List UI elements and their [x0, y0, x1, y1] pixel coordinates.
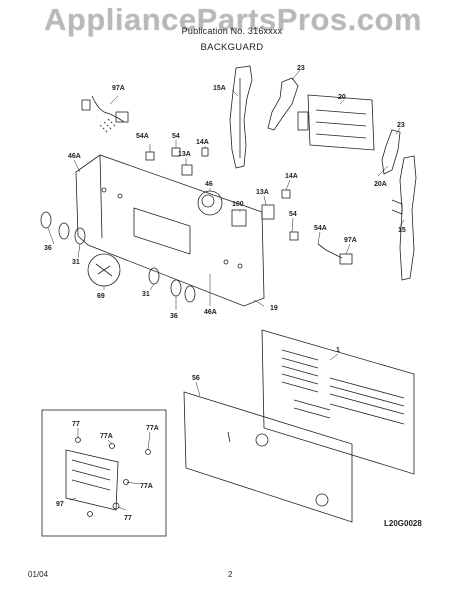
leader-lines — [47, 69, 405, 511]
part-label: 97 — [56, 501, 64, 508]
part-label: 46A — [204, 309, 217, 316]
part-label: 54 — [289, 211, 297, 218]
part-labels: 97A 15A 23 20 23 54A 54 14A 13A 46A 20A … — [44, 65, 406, 522]
part-label: 20A — [374, 181, 387, 188]
part-label: 36 — [44, 245, 52, 252]
part-label: 15 — [398, 227, 406, 234]
wire-harness-97a-top — [81, 95, 129, 134]
part-label: 77A — [146, 425, 159, 432]
detail-69 — [87, 253, 121, 287]
part-label: 14A — [285, 173, 298, 180]
part-label: 54A — [136, 133, 149, 140]
control-knobs-bottom — [148, 267, 196, 303]
part-label: 20 — [338, 94, 346, 101]
part-label: 46A — [68, 153, 81, 160]
side-bracket-15a — [229, 65, 253, 169]
part-label: 97A — [344, 237, 357, 244]
part-label: 36 — [170, 313, 178, 320]
part-label: 54A — [314, 225, 327, 232]
drawing-code: L20G0028 — [384, 519, 422, 528]
back-panel-1 — [261, 329, 415, 475]
part-label: 13A — [256, 189, 269, 196]
part-label: 77 — [124, 515, 132, 522]
control-knobs-left — [40, 211, 86, 245]
part-label: 31 — [142, 291, 150, 298]
cover-plate-56 — [183, 391, 353, 523]
control-board-20 — [297, 94, 375, 151]
part-label: 56 — [192, 375, 200, 382]
part-label: 23 — [297, 65, 305, 72]
switches-top-group — [145, 147, 209, 176]
footer-date: 01/04 — [28, 570, 49, 579]
side-bracket-15 — [391, 155, 417, 281]
part-label: 46 — [205, 181, 213, 188]
publication-header: Publication No. 316xxxx — [181, 26, 283, 36]
part-label: 1 — [336, 347, 340, 354]
part-label: 97A — [112, 85, 125, 92]
wire-harness-97a-mid — [289, 231, 353, 265]
part-label: 14A — [196, 139, 209, 146]
part-label: 31 — [72, 259, 80, 266]
part-label: 77A — [100, 433, 113, 440]
part-label: 54 — [172, 133, 180, 140]
part-label: 19 — [270, 305, 278, 312]
part-label: 77A — [140, 483, 153, 490]
inset-detail-box — [41, 409, 167, 537]
page-number: 2 — [228, 570, 233, 579]
bracket-23-top — [267, 77, 299, 131]
part-label: 13A — [178, 151, 191, 158]
part-label: 23 — [397, 122, 405, 129]
bracket-23-right — [381, 129, 401, 175]
indicator-lamp-46 — [197, 190, 223, 216]
part-label: 77 — [72, 421, 80, 428]
part-label: 100 — [232, 201, 244, 208]
part-label: 15A — [213, 85, 226, 92]
control-panel-19 — [75, 154, 265, 307]
part-label: 69 — [97, 293, 105, 300]
diagram-title: BACKGUARD — [200, 42, 264, 53]
